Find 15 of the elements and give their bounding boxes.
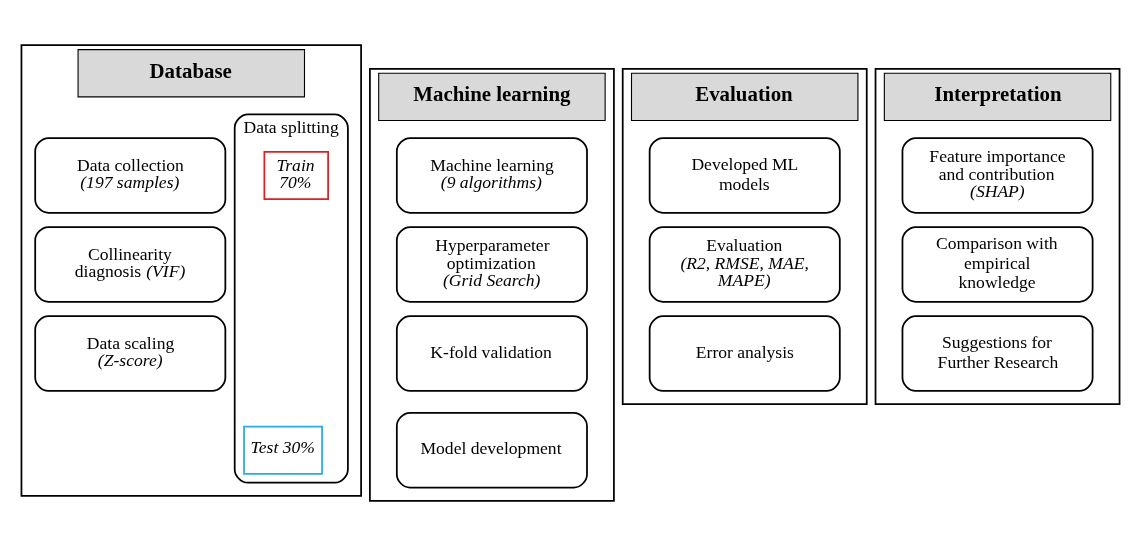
- node-box: K-fold validation: [395, 314, 588, 392]
- node-box: Developed ML models: [648, 136, 841, 214]
- node-box: Comparison with empirical knowledge: [901, 225, 1094, 303]
- node-box: Evaluation (R2, RMSE, MAE, MAPE): [648, 225, 841, 303]
- node-box: Machine learning (9 algorithms): [395, 136, 588, 214]
- node-box: Error analysis: [648, 314, 841, 392]
- node-box: Feature importance and contribution (SHAP): [901, 136, 1094, 214]
- node-box: Train 70%: [263, 150, 329, 200]
- node-box: Data collection (197 samples): [34, 136, 227, 214]
- node-box: Hyperparameter optimization (Grid Search): [395, 225, 588, 303]
- node-box: Suggestions for Further Research: [901, 314, 1094, 392]
- node-box: Collinearity diagnosis (VIF): [34, 225, 227, 303]
- node-box: Model development: [395, 411, 588, 488]
- node-box: Test 30%: [243, 425, 323, 475]
- node-box: Data scaling (Z-score): [34, 314, 227, 392]
